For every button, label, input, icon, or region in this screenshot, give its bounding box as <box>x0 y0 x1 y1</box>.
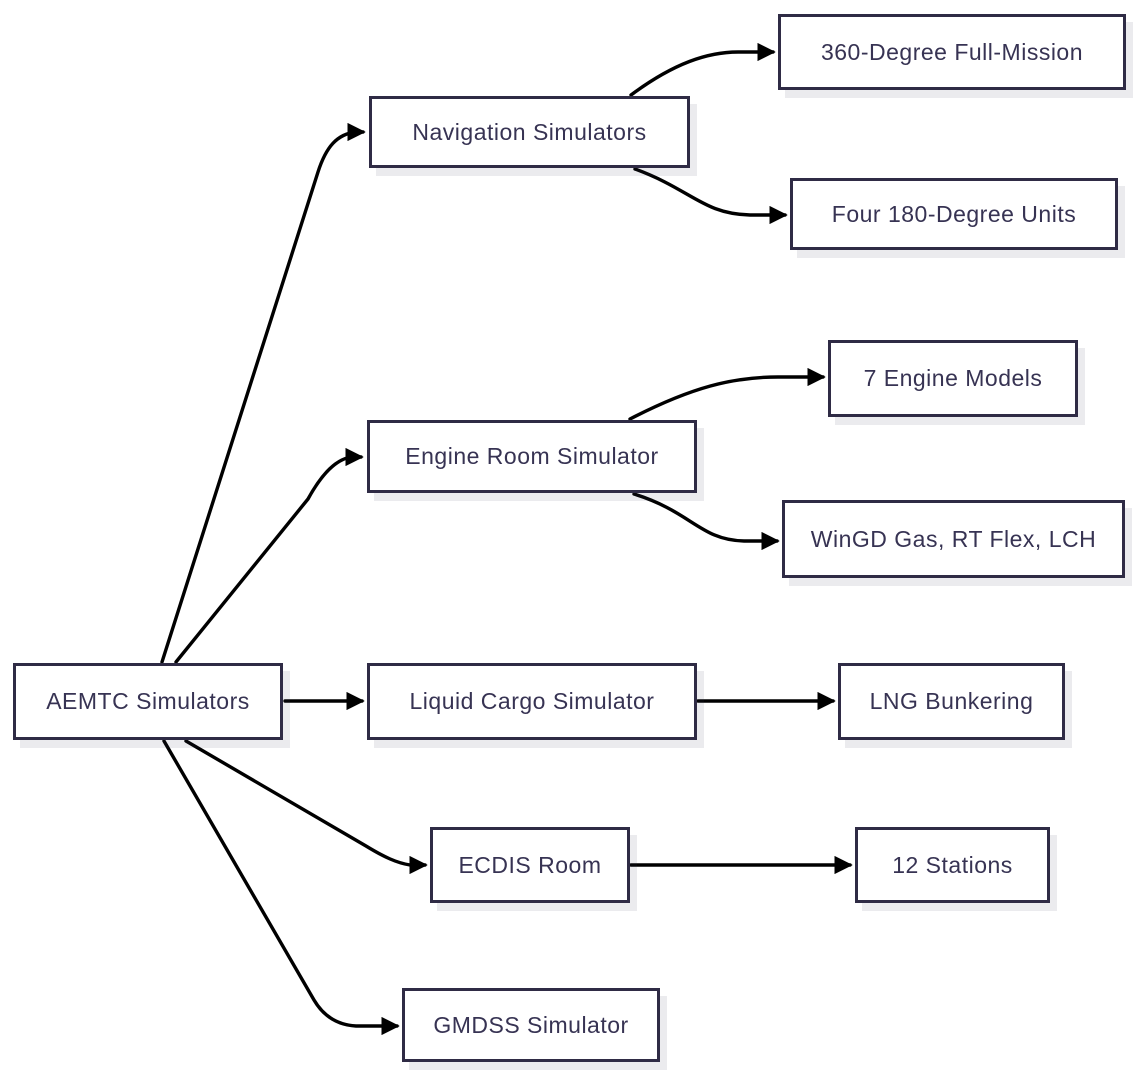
node-360-degree-full-mission: 360-Degree Full-Mission <box>778 14 1126 90</box>
node-navigation-simulators: Navigation Simulators <box>369 96 690 168</box>
node-engine-room-simulator: Engine Room Simulator <box>367 420 697 493</box>
node-wingd-gas-rt-flex-lch: WinGD Gas, RT Flex, LCH <box>782 500 1125 578</box>
edge-root-to-gmdss <box>162 739 400 1036</box>
node-liquid-cargo-simulator: Liquid Cargo Simulator <box>367 663 697 740</box>
edge-root-to-engine <box>174 447 364 664</box>
edge-engine-to-wingd <box>632 492 780 551</box>
edge-root-to-nav <box>160 122 366 664</box>
edge-engine-to-models7 <box>628 367 826 421</box>
edge-root-to-ecdis <box>184 739 428 875</box>
edge-nav-to-deg180 <box>633 167 788 225</box>
edge-nav-to-deg360 <box>629 42 776 97</box>
node-ecdis-room: ECDIS Room <box>430 827 630 903</box>
node-four-180-degree-units: Four 180-Degree Units <box>790 178 1118 250</box>
node-lng-bunkering: LNG Bunkering <box>838 663 1065 740</box>
node-aemtc-simulators: AEMTC Simulators <box>13 663 283 740</box>
node-gmdss-simulator: GMDSS Simulator <box>402 988 660 1062</box>
node-7-engine-models: 7 Engine Models <box>828 340 1078 417</box>
node-12-stations: 12 Stations <box>855 827 1050 903</box>
